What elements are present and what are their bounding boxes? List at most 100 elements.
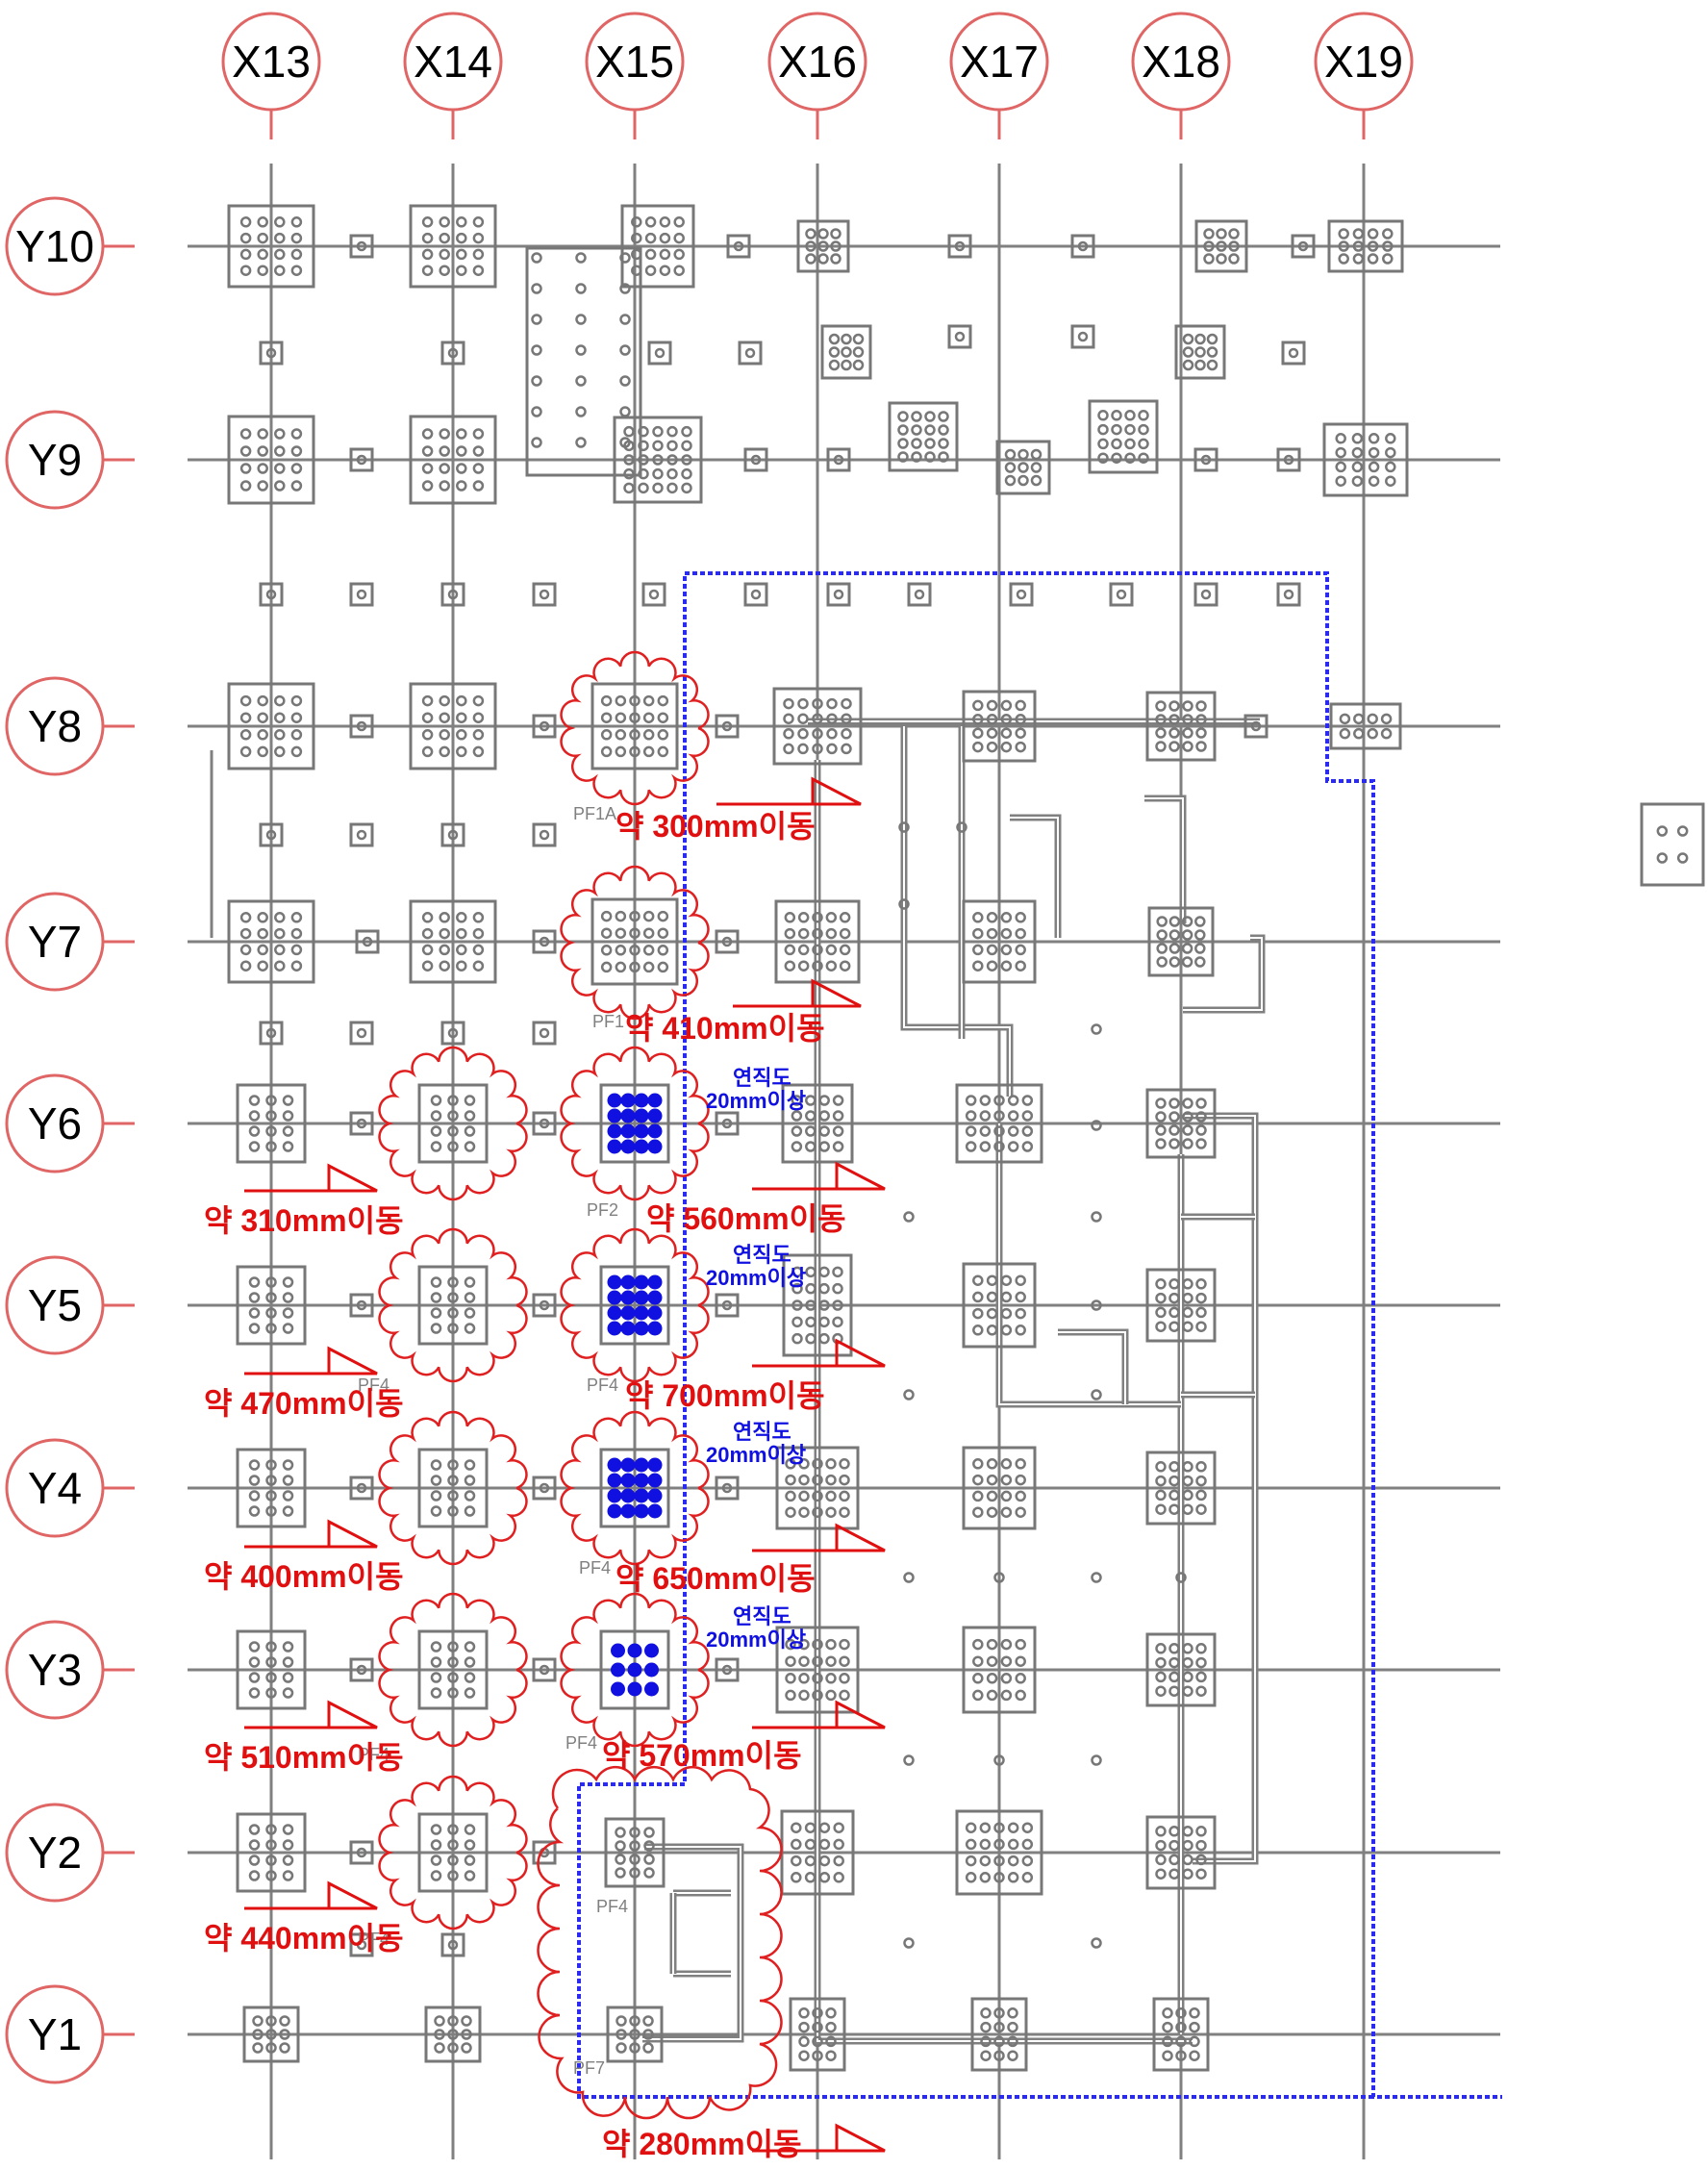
- pile: [852, 333, 865, 345]
- pile: [1155, 1656, 1167, 1669]
- pile: [1000, 714, 1013, 725]
- pile: [924, 424, 936, 436]
- pile: [825, 1655, 837, 1667]
- pf-label: PF4: [358, 1930, 389, 1949]
- pile-cap-outline: [417, 1812, 489, 1893]
- pile: [248, 1839, 261, 1851]
- pile: [832, 1266, 843, 1278]
- move-note: 약 300mm이동: [615, 809, 816, 844]
- pile: [924, 438, 936, 449]
- pile: [282, 1839, 294, 1851]
- pile: [356, 720, 367, 732]
- pile: [472, 463, 485, 474]
- pile: [911, 451, 922, 463]
- pile: [265, 1323, 277, 1334]
- pile: [841, 359, 852, 371]
- pile-cap-outline: [590, 897, 679, 986]
- pile: [1200, 589, 1212, 600]
- pile-cap: [962, 899, 1037, 984]
- foundation-beam-core: [1183, 937, 1263, 1011]
- pile: [1116, 589, 1127, 600]
- pile: [1015, 960, 1026, 971]
- pile-cap: [780, 1809, 855, 1896]
- pile: [447, 589, 459, 600]
- pile: [447, 1824, 459, 1835]
- pile: [1000, 1291, 1013, 1303]
- pile: [681, 440, 692, 452]
- pile: [274, 694, 286, 707]
- pile: [642, 745, 655, 758]
- pile: [1000, 1655, 1013, 1667]
- pile: [644, 216, 657, 228]
- pile: [1168, 700, 1180, 712]
- pile: [430, 1839, 442, 1851]
- pile: [791, 1822, 802, 1833]
- pile: [1335, 446, 1346, 459]
- small-cap-outline: [349, 1932, 374, 1957]
- pile-cap-outline: [599, 1083, 670, 1164]
- pile: [1368, 475, 1380, 487]
- pile: [274, 445, 286, 457]
- pile: [1015, 1325, 1026, 1336]
- small-cap: [743, 447, 768, 472]
- pile: [239, 927, 252, 940]
- pile: [1175, 2035, 1187, 2048]
- pile: [839, 927, 851, 940]
- pile: [1168, 943, 1181, 954]
- pile-cap-outline: [995, 440, 1051, 495]
- pile-caps: [227, 204, 1705, 2072]
- pile: [1168, 1461, 1180, 1473]
- pile: [825, 927, 838, 940]
- pile: [1015, 944, 1026, 956]
- y-axis-bubble: Y2: [5, 1803, 135, 1903]
- move-arrow: [244, 1163, 378, 1193]
- pile: [818, 1266, 830, 1278]
- pile: [818, 1316, 830, 1328]
- pile: [575, 344, 587, 356]
- small-cap-outline: [743, 447, 768, 472]
- pile: [1195, 1854, 1207, 1866]
- pile: [673, 216, 685, 228]
- pile: [615, 745, 627, 758]
- small-cap-outline: [532, 1021, 557, 1046]
- pile: [791, 1110, 803, 1122]
- small-cap-outline: [440, 341, 465, 366]
- pile: [791, 1332, 803, 1345]
- pile: [1194, 929, 1206, 941]
- pile: [1015, 1307, 1026, 1320]
- pile: [1021, 1141, 1034, 1152]
- small-cap: [715, 929, 740, 954]
- pile: [252, 2042, 264, 2054]
- pile: [812, 1506, 823, 1518]
- pile: [239, 216, 252, 228]
- small-cap: [532, 1111, 557, 1136]
- pile-cap: [236, 1083, 307, 1164]
- pile: [1007, 1855, 1019, 1867]
- pile-cap-outline: [227, 204, 315, 289]
- small-cap-outline: [715, 1111, 740, 1136]
- pile: [290, 248, 303, 261]
- pile-cap-outline: [1145, 1451, 1217, 1526]
- pile: [1380, 727, 1393, 740]
- pile: [1368, 433, 1380, 444]
- pile: [619, 437, 631, 448]
- pile: [447, 1027, 459, 1039]
- small-cap: [259, 582, 284, 607]
- move-arrow: [716, 776, 862, 806]
- pile: [1195, 1685, 1207, 1697]
- pile-cap-outline: [236, 1083, 307, 1164]
- pile: [833, 1838, 844, 1851]
- pile: [832, 1125, 844, 1137]
- pile: [972, 1638, 984, 1651]
- pile: [1155, 1475, 1167, 1487]
- pile: [239, 745, 252, 758]
- pile: [818, 1872, 831, 1883]
- pile-cap-outline: [1329, 702, 1402, 750]
- pile: [265, 1125, 277, 1137]
- pile: [1182, 1643, 1193, 1654]
- pile-cap-outline: [417, 1265, 489, 1346]
- pile: [673, 248, 685, 261]
- pile: [666, 467, 678, 480]
- pile: [1194, 943, 1206, 954]
- pile: [619, 252, 631, 264]
